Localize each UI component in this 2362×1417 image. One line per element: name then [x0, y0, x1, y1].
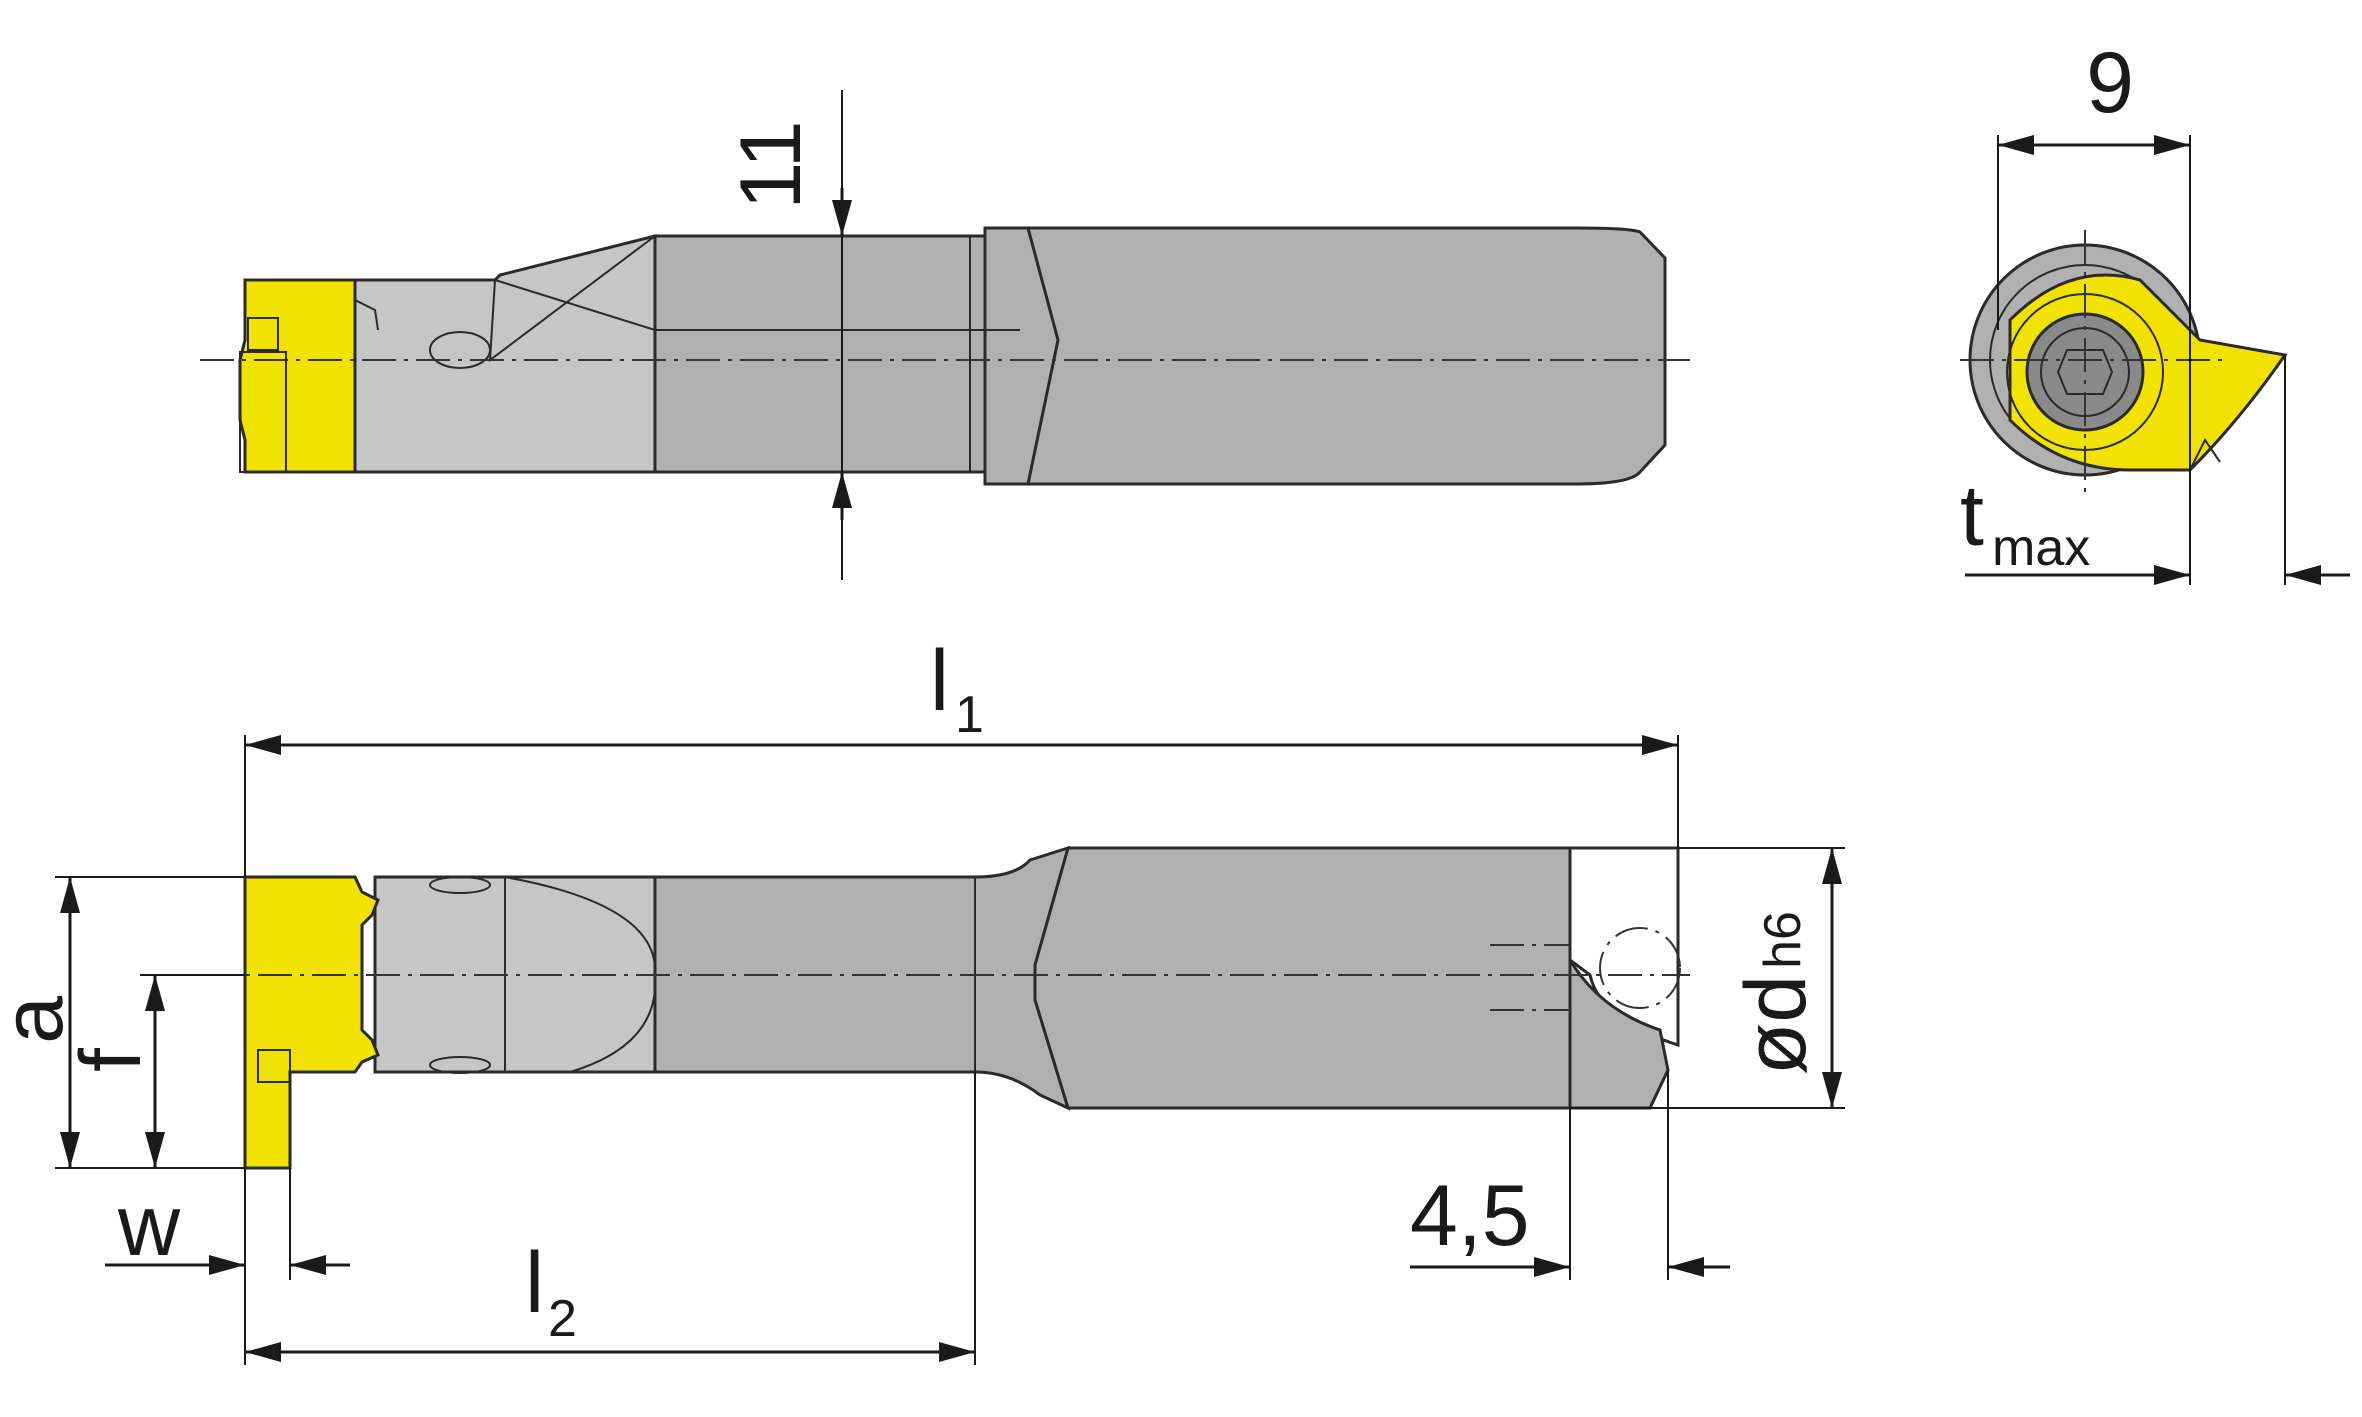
dim-diameter: ød h6	[1570, 847, 1845, 1109]
label-a: a	[0, 996, 81, 1044]
dim-f: f	[63, 974, 245, 1168]
side-insert	[243, 875, 380, 1170]
top-clamp-hole	[429, 331, 491, 369]
dim-tmax: t max	[1960, 355, 2350, 585]
dim-l1: l 1	[244, 633, 1679, 877]
label-l2: l	[525, 1235, 544, 1331]
label-l1-sub: 1	[955, 686, 984, 744]
label-9: 9	[2086, 35, 2134, 131]
top-neck	[653, 234, 987, 474]
dim-w: w	[105, 1168, 350, 1280]
dim-neck-height: 11	[723, 90, 852, 580]
coolant-hole	[1599, 927, 1681, 1009]
dim-flat: 4,5	[1410, 1070, 1730, 1280]
label-4-5: 4,5	[1410, 1168, 1530, 1264]
side-head	[373, 875, 657, 1074]
dim-end-width: 9	[1997, 35, 2191, 470]
label-f: f	[63, 1047, 159, 1072]
label-t-sub: max	[1992, 519, 2090, 577]
label-11: 11	[723, 120, 819, 209]
label-l2-sub: 2	[548, 1290, 577, 1348]
label-w: w	[117, 1178, 181, 1274]
label-d-sub: h6	[1754, 911, 1812, 969]
side-view	[150, 845, 1690, 1170]
side-shank	[1033, 846, 1572, 1110]
dim-l2: l 2	[244, 1072, 976, 1365]
label-l1: l	[930, 633, 949, 729]
dim-a: a	[0, 876, 245, 1169]
top-view	[200, 226, 1690, 486]
end-view	[1960, 230, 2288, 500]
side-neck	[653, 845, 1071, 1111]
top-insert	[238, 278, 357, 474]
top-head	[353, 234, 657, 474]
top-shank	[1018, 226, 1667, 486]
label-t: t	[1960, 468, 1984, 564]
label-d: ød	[1728, 975, 1824, 1075]
